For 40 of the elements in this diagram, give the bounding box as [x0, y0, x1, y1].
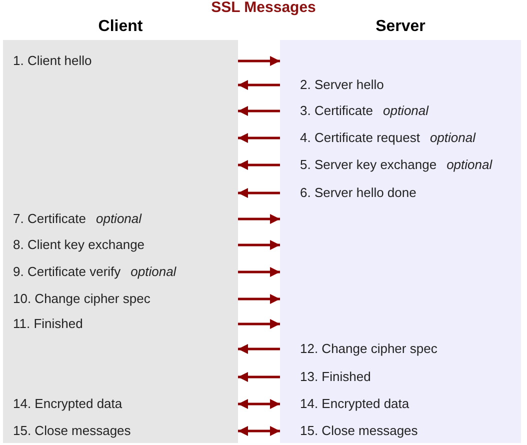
message-text: 15. Close messages — [13, 423, 131, 438]
message-arrow — [238, 80, 280, 90]
optional-note: optional — [430, 130, 476, 145]
diagram-title: SSL Messages — [210, 0, 317, 16]
message-arrow — [238, 240, 280, 250]
column-heading: Client — [97, 18, 144, 36]
message-text: 7. Certificate — [13, 211, 86, 226]
message-arrow — [238, 188, 280, 198]
column-heading: Server — [374, 18, 426, 36]
message-text: 13. Finished — [300, 369, 371, 384]
message-arrow — [238, 106, 280, 116]
message-arrow — [238, 133, 280, 143]
message-arrow — [238, 344, 280, 354]
optional-note: optional — [96, 211, 142, 226]
message-text: 14. Encrypted data — [13, 396, 122, 411]
message-text: 12. Change cipher spec — [300, 341, 438, 356]
message-text: 3. Certificate — [300, 103, 373, 118]
message-text: 8. Client key exchange — [13, 237, 145, 252]
message-arrow — [238, 267, 280, 277]
message-text: 4. Certificate request — [300, 130, 420, 145]
message-arrow — [238, 160, 280, 170]
message-text: 10. Change cipher spec — [13, 291, 150, 306]
message-text: 11. Finished — [13, 316, 83, 331]
message-text: 9. Certificate verify — [13, 264, 121, 279]
message-text: 14. Encrypted data — [300, 396, 410, 411]
message-arrow — [238, 399, 280, 409]
optional-note: optional — [382, 103, 429, 118]
message-text: 6. Server hello done — [300, 185, 416, 200]
message-text: 2. Server hello — [300, 77, 384, 92]
message-text: 1. Client hello — [13, 53, 92, 68]
message-arrow — [238, 214, 280, 224]
optional-note: optional — [446, 157, 492, 172]
message-text: 15. Close messages — [300, 423, 418, 438]
message-arrow — [238, 56, 280, 66]
message-arrow — [238, 372, 280, 382]
message-arrow — [238, 426, 280, 436]
optional-note: optional — [130, 264, 176, 279]
message-arrow — [238, 294, 280, 304]
message-text: 5. Server key exchange — [300, 157, 437, 172]
message-arrow — [238, 319, 280, 329]
